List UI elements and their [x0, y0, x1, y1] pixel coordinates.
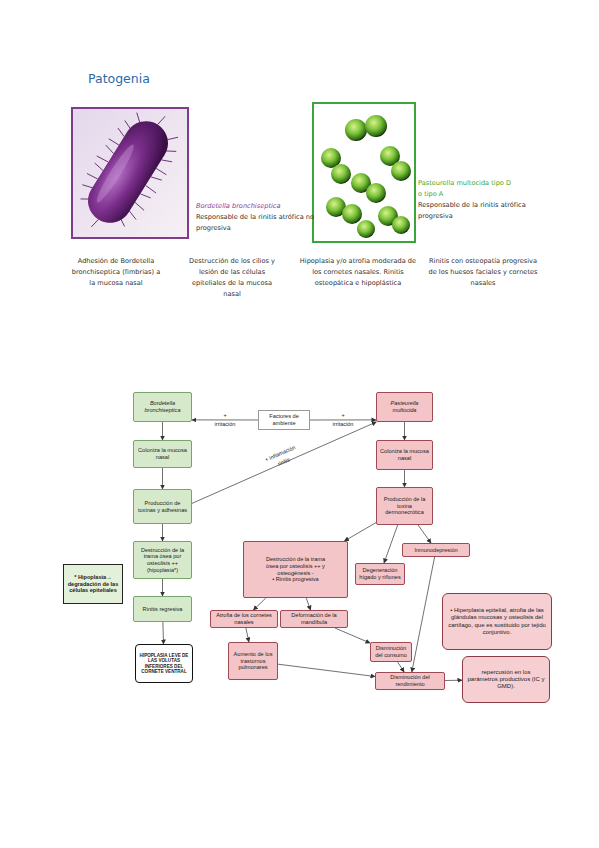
process-box: Rinitis regresiva	[133, 596, 192, 622]
connector-arrow	[335, 628, 370, 643]
photo-background	[73, 109, 187, 237]
node-text: repercusión en los parámetros productivo…	[466, 669, 546, 690]
annotation-text: Pasteurella multocida tipo D o tipo A	[418, 178, 512, 200]
rod-highlight	[93, 142, 138, 205]
connector-arrow	[310, 419, 376, 420]
coccus	[391, 161, 411, 181]
fimbriae	[73, 109, 187, 237]
connector-arrow	[412, 557, 435, 672]
annotation-text: Destrucción de los cilios y lesión de la…	[184, 256, 280, 300]
edge-label: + inflamación rinitis	[263, 443, 301, 473]
rod-body	[80, 113, 177, 231]
annotation-text: Responsable de la rinitis atrófica no pr…	[196, 212, 314, 234]
process-box: Destrucción de la trama ósea por osteoli…	[243, 541, 348, 598]
connector-arrow	[445, 680, 462, 681]
edge-label: + irritación	[213, 411, 237, 429]
node-text: • Rinitis progresiva	[272, 576, 318, 583]
node-text: Disminución del consumo	[373, 645, 409, 658]
annotation-text: Adhesión de Bordetella bronchiseptica (f…	[68, 256, 164, 289]
connector-arrow	[162, 622, 164, 644]
process-box: Producción de toxinas y adhesinas	[133, 489, 192, 524]
process-box: Destrucción de la trama ósea por osteoli…	[133, 541, 192, 579]
node-text: Producción de toxinas y adhesinas	[136, 500, 189, 513]
coccus	[365, 115, 387, 137]
node-text: Bordetella bronchiseptica	[136, 400, 189, 413]
connector-arrow	[192, 422, 376, 503]
process-box: Atrofia de los cornetes nasales	[210, 610, 278, 628]
process-box: Bordetella bronchiseptica	[133, 392, 192, 422]
node-text: Rinitis regresiva	[143, 606, 183, 613]
node-text: Destrucción de la trama ósea por osteoli…	[265, 556, 327, 576]
process-box: Producción de la toxina dermonecrótica	[376, 487, 433, 525]
connector-arrow	[306, 598, 310, 610]
rod-bacterium	[73, 109, 187, 237]
coccus	[366, 183, 386, 203]
node-text: HIPOPLASIA LEVE DE LAS VOLUTAS INFERIORE…	[138, 653, 190, 675]
process-box: Degeneración hígado y riñones	[355, 563, 405, 585]
node-text: Deformación de la mandíbula	[283, 612, 345, 625]
node-text: Destrucción de la trama ósea por osteoli…	[136, 547, 189, 573]
edge-label: + irritación	[331, 411, 355, 429]
connector-arrow	[162, 524, 163, 541]
process-box: Inmunodepresión	[402, 543, 470, 557]
node-text: Coloniza la mucosa nasal	[379, 448, 430, 461]
connector-arrow	[404, 422, 405, 440]
node-text: Inmunodepresión	[414, 547, 457, 554]
process-box: Disminución del rendimiento	[375, 672, 445, 690]
connector-arrow	[418, 525, 431, 543]
connector-arrow	[162, 579, 163, 596]
connector-arrow	[404, 470, 405, 487]
node-text: Pasteurella multocida	[379, 400, 430, 413]
connector-arrow	[192, 419, 258, 420]
coccus	[331, 164, 351, 184]
process-box: Deformación de la mandíbula	[280, 610, 348, 628]
process-box: HIPOPLASIA LEVE DE LAS VOLUTAS INFERIORE…	[135, 644, 193, 683]
coccus	[392, 216, 410, 234]
process-box: repercusión en los parámetros productivo…	[462, 656, 550, 703]
process-box: • Hiperplasia epitelial, atrofia de las …	[442, 593, 552, 650]
connector-arrow	[246, 628, 249, 642]
node-text: Atrofia de los cornetes nasales	[213, 612, 275, 625]
connector-arrow	[344, 523, 376, 541]
node-text: • Hiperplasia epitelial, atrofia de las …	[447, 607, 547, 635]
coccus	[345, 119, 367, 141]
node-text: Disminución del rendimiento	[378, 674, 442, 687]
coccus	[342, 204, 362, 224]
bacterium-photo	[73, 109, 187, 237]
process-box: Coloniza la mucosa nasal	[133, 440, 192, 468]
process-box: Aumento de los trastornos pulmonares	[228, 642, 278, 680]
connector-arrow	[384, 525, 398, 563]
cocci-cluster	[321, 115, 411, 238]
connector-arrow	[162, 468, 163, 489]
connector-arrow	[253, 598, 265, 610]
coccus	[357, 220, 375, 238]
node-text: Degeneración hígado y riñones	[358, 567, 402, 580]
node-text: Coloniza la mucosa nasal	[136, 447, 189, 460]
annotation-text: Rinitis con osteopatía progresiva de los…	[427, 256, 539, 289]
connector-arrow	[278, 664, 375, 676]
node-text: Producción de la toxina dermonecrótica	[379, 496, 430, 516]
annotation-text: Bordetella bronchiseptica	[196, 201, 314, 212]
annotation-text: Hipoplasia y/o atrofia moderada de los c…	[296, 256, 420, 289]
connector-arrow	[398, 662, 405, 672]
photo-frame	[313, 103, 415, 242]
process-box: Disminución del consumo	[370, 642, 412, 662]
node-text: Factores de ambiente	[261, 413, 307, 426]
node-text: * Hipoplasia→ degradación de las células…	[66, 574, 120, 594]
annotation-text: Responsable de la rinitis atrófica progr…	[418, 200, 530, 222]
process-box: Pasteurella multocida	[376, 392, 433, 422]
node-text: Aumento de los trastornos pulmonares	[231, 651, 275, 671]
connector-arrow	[162, 422, 163, 440]
page-title: Patogenia	[88, 71, 150, 86]
photo-frame	[72, 108, 188, 238]
process-box: * Hipoplasia→ degradación de las células…	[63, 564, 123, 604]
process-box: Coloniza la mucosa nasal	[376, 440, 433, 470]
process-box: Factores de ambiente	[258, 410, 310, 430]
